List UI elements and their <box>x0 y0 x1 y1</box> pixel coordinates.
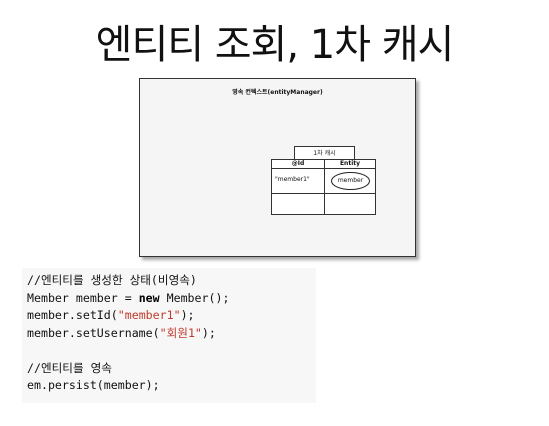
code-keyword: new <box>138 290 160 305</box>
table-header-entity: Entity <box>339 160 361 167</box>
code-text: Member(); <box>159 290 230 305</box>
slide-title: 엔티티 조회, 1차 캐시 <box>95 22 455 68</box>
persistence-context-label: 영속 컨텍스트(entityManager) <box>232 89 323 96</box>
table-cell-key: "member1" <box>275 176 310 183</box>
persistence-context-box: 영속 컨텍스트(entityManager) 1차 캐시 @Id Entity … <box>139 78 416 257</box>
code-string: "member1" <box>117 308 181 322</box>
code-line-set-id: member.setId("member1"); <box>27 307 316 325</box>
table-header-id: @Id <box>291 160 305 167</box>
code-text: member.setUsername( <box>27 325 160 340</box>
table-column-divider <box>324 160 325 214</box>
table-row-divider <box>272 193 375 194</box>
code-line-persist: em.persist(member); <box>27 378 160 392</box>
first-level-cache-table: @Id Entity "member1" member <box>271 159 376 215</box>
code-text: ); <box>201 325 216 340</box>
code-string: "회원1" <box>159 325 202 340</box>
code-comment-line: //엔티티를 영속 <box>27 360 112 375</box>
code-text: member.setId( <box>27 308 118 322</box>
member-entity-ellipse: member <box>331 172 370 190</box>
code-blank-line <box>27 342 316 360</box>
code-text: Member member = <box>27 290 139 305</box>
table-header-divider <box>272 168 375 169</box>
code-text: ); <box>180 308 195 322</box>
first-level-cache-label: 1차 캐시 <box>294 146 355 161</box>
code-comment-line: //엔티티를 생성한 상태(비영속) <box>27 273 197 287</box>
code-line-new-member: Member member = new Member(); <box>27 290 316 308</box>
code-block: //엔티티를 생성한 상태(비영속) Member member = new Me… <box>22 268 316 403</box>
code-line-set-username: member.setUsername("회원1"); <box>27 325 316 343</box>
